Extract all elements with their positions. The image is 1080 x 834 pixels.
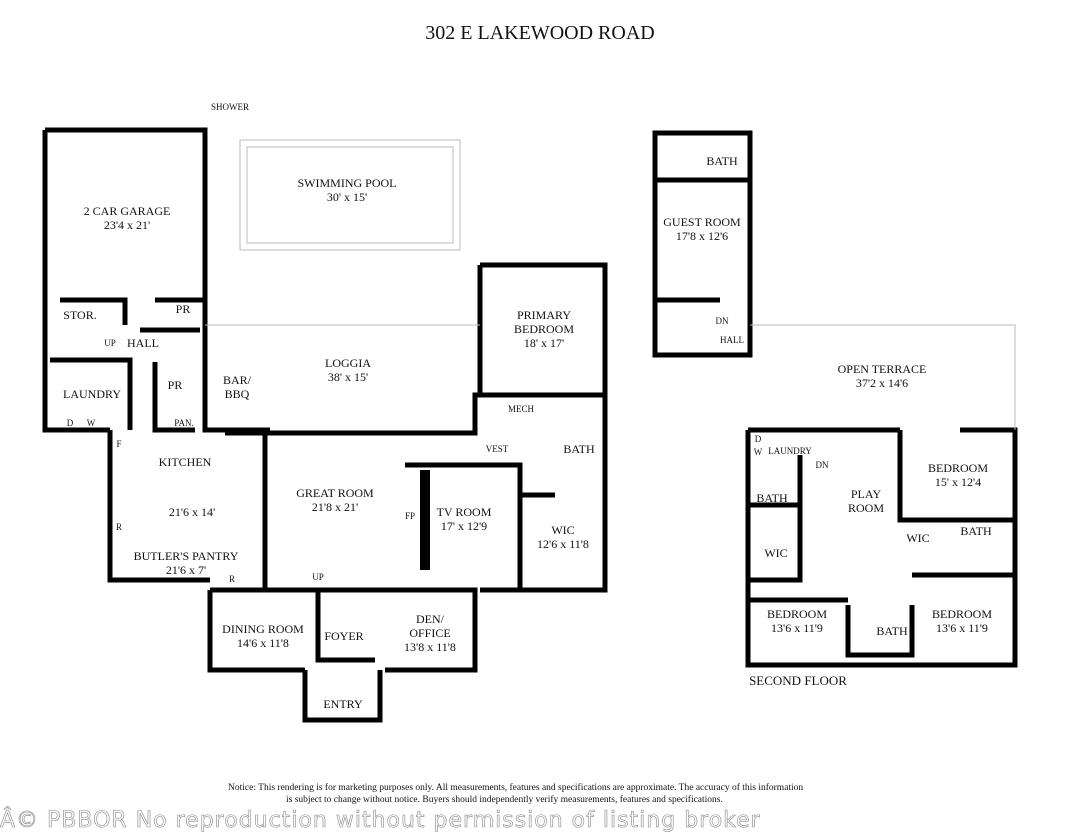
great-room-size: 21'8 x 21' bbox=[311, 500, 359, 514]
play-room-1: PLAY bbox=[850, 487, 882, 501]
bedroom-1-name: BEDROOM bbox=[927, 461, 989, 475]
wic-name: WIC bbox=[551, 523, 575, 537]
guest-room-size: 17'8 x 12'6 bbox=[675, 229, 729, 243]
pool-name: SWIMMING POOL bbox=[297, 176, 397, 190]
dryer-label: D bbox=[66, 418, 74, 428]
wic-size: 12'6 x 11'8 bbox=[537, 537, 589, 551]
guest-bath-label: BATH bbox=[706, 154, 738, 168]
foyer-label: FOYER bbox=[324, 629, 364, 643]
range-label: R bbox=[115, 522, 123, 532]
terrace-size: 37'2 x 14'6 bbox=[855, 376, 909, 390]
powder-room-label: PR bbox=[175, 302, 191, 316]
sf-wic-2-label: WIC bbox=[906, 531, 930, 545]
garage-size: 23'4 x 21' bbox=[103, 218, 151, 232]
sf-bath-1-label: BATH bbox=[756, 491, 788, 505]
pool-outline bbox=[205, 139, 480, 326]
dining-size: 14'6 x 11'8 bbox=[237, 636, 289, 650]
stair-up-label: UP bbox=[104, 338, 116, 348]
primary-name-2: BEDROOM bbox=[513, 322, 575, 336]
garage-name: 2 CAR GARAGE bbox=[83, 204, 171, 218]
guest-dn-label: DN bbox=[715, 316, 729, 326]
bar-label: BAR/ bbox=[222, 373, 252, 387]
tv-room-size: 17' x 12'9 bbox=[440, 519, 488, 533]
den-name-2: OFFICE bbox=[409, 626, 451, 640]
sf-dn-label: DN bbox=[815, 460, 829, 470]
notice-line-2: is subject to change without notice. Buy… bbox=[286, 795, 723, 805]
terrace-name: OPEN TERRACE bbox=[837, 362, 927, 376]
butler-size: 21'6 x 7' bbox=[165, 563, 207, 577]
sf-dryer-label: D bbox=[754, 434, 762, 444]
dining-name: DINING ROOM bbox=[222, 622, 304, 636]
tv-room-name: TV ROOM bbox=[436, 505, 492, 519]
kitchen-size: 21'6 x 14' bbox=[168, 505, 216, 519]
pool-size: 30' x 15' bbox=[326, 190, 368, 204]
loggia-size: 38' x 15' bbox=[327, 370, 369, 384]
stor-label: STOR. bbox=[63, 308, 97, 322]
laundry-label: LAUNDRY bbox=[62, 387, 122, 401]
bbq-label: BBQ bbox=[224, 387, 250, 401]
primary-name-1: PRIMARY bbox=[516, 308, 572, 322]
entry-label: ENTRY bbox=[323, 697, 363, 711]
sf-bath-2-label: BATH bbox=[960, 524, 992, 538]
den-name-1: DEN/ bbox=[416, 612, 444, 626]
great-room-name: GREAT ROOM bbox=[296, 486, 374, 500]
loggia-name: LOGGIA bbox=[325, 356, 371, 370]
den-size: 13'8 x 11'8 bbox=[404, 640, 456, 654]
butler-name: BUTLER'S PANTRY bbox=[133, 549, 239, 563]
vest-label: VEST bbox=[485, 444, 509, 454]
mech-label: MECH bbox=[507, 404, 535, 414]
second-floor-walls bbox=[745, 427, 1018, 668]
play-room-2: ROOM bbox=[847, 501, 885, 515]
sf-wic-1-label: WIC bbox=[764, 546, 788, 560]
bedroom-2-name: BEDROOM bbox=[766, 607, 828, 621]
bath-label: BATH bbox=[563, 442, 595, 456]
sf-bath-3-label: BATH bbox=[876, 624, 908, 638]
fireplace-label: FP bbox=[404, 511, 416, 521]
fridge-label: F bbox=[116, 439, 122, 449]
bedroom-3-name: BEDROOM bbox=[931, 607, 993, 621]
bedroom-1-size: 15' x 12'4 bbox=[934, 475, 982, 489]
first-floor-walls bbox=[42, 127, 608, 723]
sf-washer-label: W bbox=[753, 447, 763, 457]
powder-room-2-label: PR bbox=[167, 378, 183, 392]
hall-label: HALL bbox=[127, 336, 159, 350]
washer-label: W bbox=[86, 418, 96, 428]
guest-walls bbox=[652, 130, 753, 358]
disclaimer-notice: Notice: This rendering is for marketing … bbox=[228, 782, 803, 806]
primary-size: 18' x 17' bbox=[523, 336, 565, 350]
watermark: Â© PBBOR No reproduction without permiss… bbox=[0, 808, 761, 833]
guest-hall-label: HALL bbox=[720, 335, 744, 345]
kitchen-name: KITCHEN bbox=[158, 455, 212, 469]
pantry-label: PAN. bbox=[174, 418, 194, 428]
guest-room-name: GUEST ROOM bbox=[663, 215, 741, 229]
sf-laundry-label: LAUNDRY bbox=[768, 446, 812, 456]
terrace-outline bbox=[750, 324, 1016, 430]
plan-title: 302 E LAKEWOOD ROAD bbox=[425, 22, 655, 44]
stair-up-2-label: UP bbox=[312, 572, 324, 582]
bedroom-2-size: 13'6 x 11'9 bbox=[771, 621, 823, 635]
second-floor-label: SECOND FLOOR bbox=[749, 673, 847, 688]
bedroom-3-size: 13'6 x 11'9 bbox=[936, 621, 988, 635]
notice-line-1: Notice: This rendering is for marketing … bbox=[228, 783, 804, 793]
shower-label: SHOWER bbox=[211, 102, 249, 112]
range-2-label: R bbox=[228, 574, 236, 584]
